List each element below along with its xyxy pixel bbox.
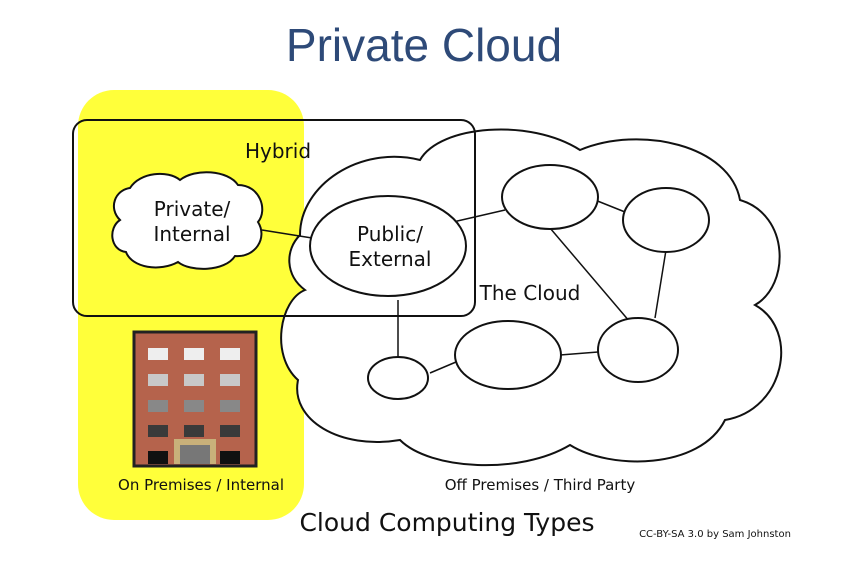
private-internal-label-line2: Internal bbox=[153, 222, 230, 246]
page-title: Private Cloud bbox=[285, 19, 563, 71]
private-internal-label-line1: Private/ bbox=[154, 197, 231, 221]
cloud-node bbox=[501, 164, 599, 230]
hybrid-region bbox=[72, 119, 476, 317]
cloud-node bbox=[597, 317, 679, 383]
office-building-icon bbox=[132, 330, 258, 468]
the-cloud-label: The Cloud bbox=[479, 281, 581, 305]
cloud-node bbox=[367, 356, 429, 400]
private-cloud-shape bbox=[111, 171, 264, 270]
public-external-label-line1: Public/ bbox=[357, 222, 423, 246]
hybrid-label: Hybrid bbox=[245, 139, 311, 163]
cloud-node bbox=[454, 320, 562, 390]
diagram-caption: Cloud Computing Types bbox=[299, 508, 594, 537]
public-external-label-line2: External bbox=[349, 247, 432, 271]
license-credit: CC-BY-SA 3.0 by Sam Johnston bbox=[639, 529, 791, 540]
on-premises-label: On Premises / Internal bbox=[118, 476, 284, 494]
off-premises-label: Off Premises / Third Party bbox=[445, 476, 636, 494]
public-external-node bbox=[309, 195, 467, 297]
cloud-node bbox=[622, 187, 710, 253]
